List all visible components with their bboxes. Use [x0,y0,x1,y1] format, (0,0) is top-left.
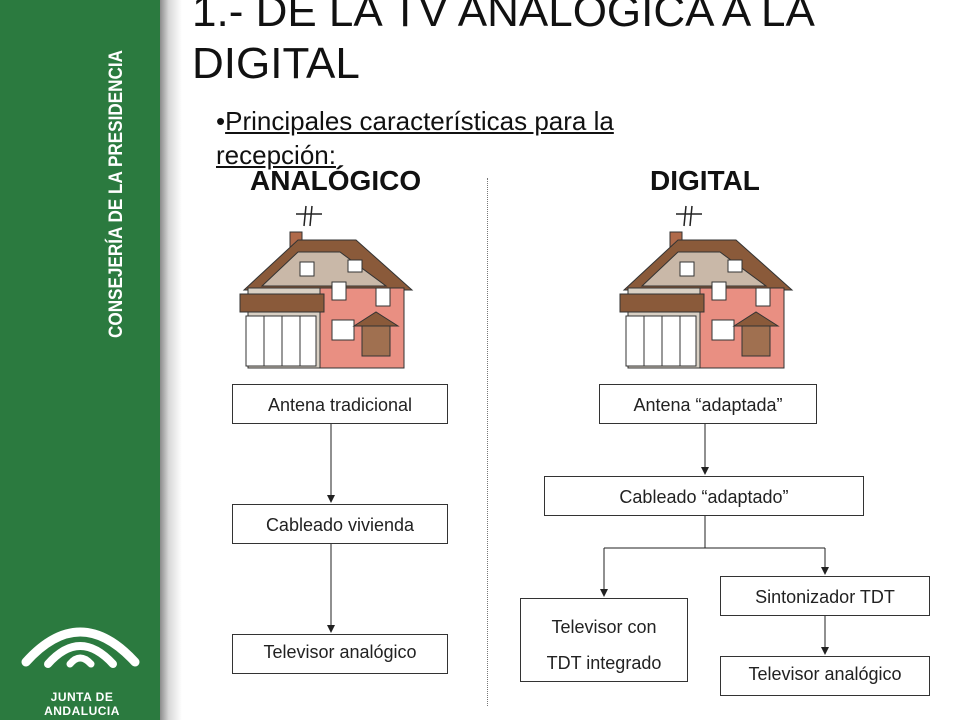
antenna-icon [296,205,322,227]
analog-tv-box: Televisor analógico [232,634,448,674]
analog-antenna-box: Antena tradicional [232,384,448,424]
house-illustration-icon [239,231,414,369]
sidebar [0,0,160,720]
digital-heading: DIGITAL [650,165,760,196]
tv-integrated-line2: TDT integrado [546,653,662,673]
digital-tv-box: Televisor analógico [720,656,930,696]
analog-heading: ANALÓGICO [250,165,422,196]
svg-text:CONSEJERÍA DE LA PRESIDENCIA: CONSEJERÍA DE LA PRESIDENCIA [105,50,127,338]
tdt-tuner-box: Sintonizador TDT [720,576,930,616]
sidebar-vertical-label: CONSEJERÍA DE LA PRESIDENCIA [105,50,127,338]
sidebar-shadow [160,0,182,720]
digital-cabling-box: Cableado “adaptado” [544,476,864,516]
bullet-text: Principales características para la rece… [216,106,614,170]
antenna-icon [676,205,702,227]
logo-text: JUNTA DE ANDALUCIA [44,690,120,718]
analog-cabling-box: Cableado vivienda [232,504,448,544]
junta-andalucia-logo-icon [21,627,140,668]
tv-integrated-box: Televisor con TDT integrado [520,598,688,682]
bullet-point: •Principales características para la rec… [216,106,614,170]
page-title: 1.- DE LA TV ANALÓGICA A LA DIGITAL [192,0,813,88]
house-illustration-icon [619,231,794,369]
digital-antenna-box: Antena “adaptada” [599,384,817,424]
tv-integrated-line1: Televisor con [551,617,657,637]
column-divider [487,178,488,706]
